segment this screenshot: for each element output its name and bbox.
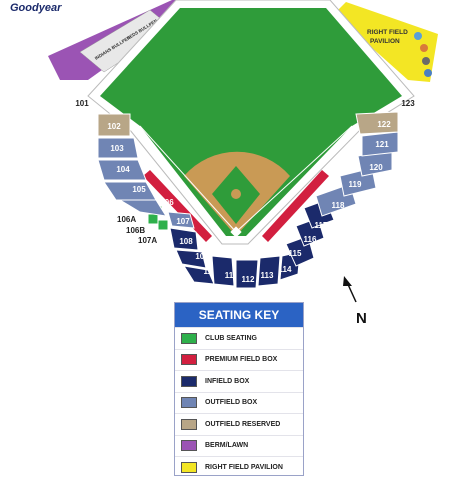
seating-key-label: INFIELD BOX	[205, 377, 250, 385]
section-104-label: 104	[116, 165, 130, 174]
section-118-label: 118	[332, 201, 345, 210]
north-label: N	[356, 310, 367, 327]
section-108-label: 108	[179, 237, 193, 246]
pavilion-icon-2	[420, 44, 428, 52]
right-field-pavilion[interactable]	[334, 2, 438, 82]
section-108[interactable]	[169, 227, 199, 251]
seating-key-item: OUTFIELD RESERVED	[175, 413, 303, 435]
section-113[interactable]	[257, 255, 281, 287]
pavilion-icon-4	[424, 69, 432, 77]
section-101-label: 101	[75, 99, 89, 108]
foul-line-left	[139, 125, 237, 233]
playing-field	[100, 8, 402, 236]
section-113-label: 113	[261, 271, 274, 280]
section-107-label: 107	[176, 217, 190, 226]
section-105[interactable]	[103, 181, 157, 201]
seating-key-title: SEATING KEY	[175, 303, 303, 327]
section-121-label: 121	[375, 140, 389, 149]
color-swatch	[181, 440, 197, 452]
color-swatch	[181, 461, 197, 473]
seating-key-item: RIGHT FIELD PAVILION	[175, 456, 303, 478]
section-104[interactable]	[97, 159, 147, 181]
section-122[interactable]	[355, 111, 399, 135]
section-123-label: 123	[401, 99, 415, 108]
section-122-label: 122	[377, 120, 391, 129]
premium-field-box-left[interactable]	[143, 170, 212, 242]
section-102[interactable]	[97, 113, 131, 137]
section-110-label: 110	[204, 267, 217, 276]
section-114-label: 114	[279, 265, 292, 274]
section-112-label: 112	[242, 275, 255, 284]
home-plate	[230, 226, 242, 238]
pavilion-icon-3	[422, 57, 430, 65]
section-109-label: 109	[195, 252, 209, 261]
seating-key-label: OUTFIELD RESERVED	[205, 420, 281, 428]
pavilion-label-line2: PAVILION	[370, 38, 400, 45]
section-119-label: 119	[349, 180, 362, 189]
section-111-label: 111	[225, 271, 238, 280]
seating-key-list: CLUB SEATING PREMIUM FIELD BOX INFIELD BOX…	[175, 327, 303, 478]
seating-key-item: INFIELD BOX	[175, 370, 303, 392]
seating-key-label: OUTFIELD BOX	[205, 399, 258, 407]
premium-field-box-right[interactable]	[262, 170, 329, 242]
section-111[interactable]	[211, 255, 235, 287]
seating-key-label: BERM/LAWN	[205, 442, 249, 450]
color-swatch	[181, 332, 197, 344]
color-swatch	[181, 418, 197, 430]
section-107[interactable]	[167, 211, 195, 229]
section-106a-label: 106A	[117, 215, 137, 224]
foul-line-right	[235, 125, 353, 233]
color-swatch	[181, 375, 197, 387]
section-116-label: 116	[304, 235, 317, 244]
seating-key-label: RIGHT FIELD PAVILION	[205, 463, 283, 471]
section-106b-label: 106B	[126, 226, 146, 235]
club-box-3[interactable]	[147, 213, 159, 225]
section-102-label: 102	[107, 122, 121, 131]
pavilion-icon-1	[414, 32, 422, 40]
section-106-label: 106	[160, 198, 174, 207]
section-103-label: 103	[110, 144, 124, 153]
section-105-label: 105	[132, 185, 146, 194]
section-121[interactable]	[361, 131, 399, 157]
seating-key-label: PREMIUM FIELD BOX	[205, 356, 278, 364]
section-112[interactable]	[235, 259, 259, 289]
north-arrow-head	[343, 276, 352, 286]
seating-key-item: OUTFIELD BOX	[175, 391, 303, 414]
seating-key-label: CLUB SEATING	[205, 334, 257, 342]
pavilion-label-line1: RIGHT FIELD	[367, 29, 408, 36]
brand-logo: Goodyear	[10, 2, 62, 14]
section-120-label: 120	[369, 163, 383, 172]
section-109[interactable]	[175, 249, 207, 269]
seating-key: SEATING KEY CLUB SEATING PREMIUM FIELD BO…	[174, 302, 304, 476]
seating-key-item: PREMIUM FIELD BOX	[175, 348, 303, 371]
section-107a-label: 107A	[138, 236, 158, 245]
seating-key-item: BERM/LAWN	[175, 434, 303, 457]
section-103[interactable]	[97, 137, 139, 159]
section-117-label: 117	[315, 221, 328, 230]
seating-key-item: CLUB SEATING	[175, 327, 303, 349]
section-106[interactable]	[118, 199, 168, 217]
club-box-4[interactable]	[157, 219, 169, 231]
color-swatch	[181, 354, 197, 366]
section-115-label: 115	[289, 249, 302, 258]
color-swatch	[181, 397, 197, 409]
pitchers-mound	[231, 189, 241, 199]
